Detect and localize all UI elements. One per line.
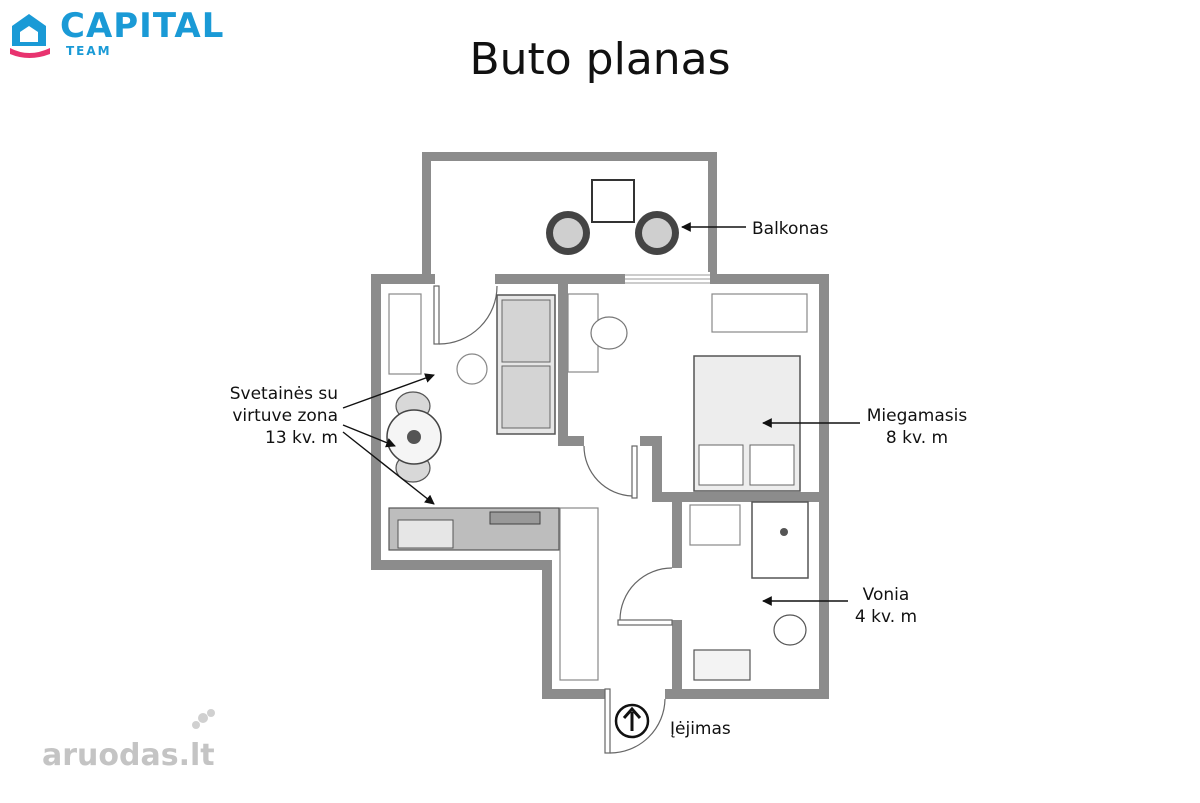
doors	[433, 285, 673, 754]
label-bath-name: Vonia	[862, 585, 910, 605]
logo-brand: CAPITAL	[60, 6, 225, 46]
label-entrance: Įėjimas	[670, 719, 731, 739]
label-balcony: Balkonas	[752, 219, 829, 239]
label-living-area: 13 kv. m	[265, 428, 338, 448]
interior-walls	[558, 284, 819, 689]
logo-sub: TEAM	[66, 44, 112, 58]
label-living-line2: virtuve zona	[232, 406, 338, 426]
label-bedroom-name: Miegamasis	[866, 406, 968, 426]
balcony-furniture	[546, 179, 679, 255]
label-bath: Vonia 4 kv. m	[850, 584, 922, 628]
label-living: Svetainės su virtuve zona 13 kv. m	[218, 383, 338, 449]
watermark: aruodas.lt	[42, 738, 215, 773]
bedroom-furniture	[567, 293, 808, 492]
page-title: Buto planas	[469, 34, 731, 85]
label-bath-area: 4 kv. m	[854, 607, 918, 627]
bathroom-fixtures	[689, 501, 809, 681]
watermark-icon	[192, 709, 215, 729]
label-living-line1: Svetainės su	[229, 384, 338, 404]
label-bedroom-area: 8 kv. m	[885, 428, 949, 448]
label-bedroom: Miegamasis 8 kv. m	[862, 405, 972, 449]
entrance-arrow-icon	[614, 703, 650, 739]
logo-icon	[10, 14, 50, 58]
label-arrows	[342, 222, 860, 606]
living-furniture	[386, 293, 599, 681]
